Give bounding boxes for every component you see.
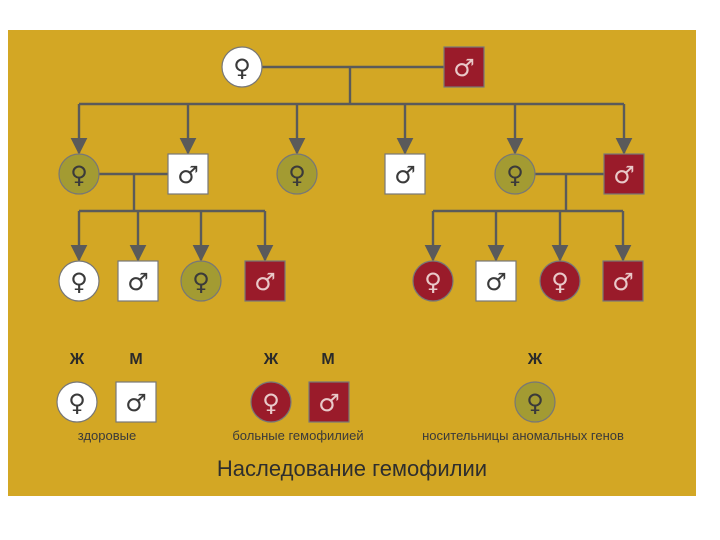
person-g2-daughter-1: ♀ [58, 153, 100, 195]
female-circle [412, 260, 454, 302]
female-circle [250, 381, 292, 423]
person-g1-father: ♂ [443, 46, 485, 88]
male-sign-icon: ♂ [453, 54, 475, 82]
male-sign-icon: ♂ [318, 389, 340, 417]
female-sign-icon: ♀ [288, 161, 306, 189]
female-circle [221, 46, 263, 88]
male-square [117, 260, 159, 302]
male-sign-icon: ♂ [254, 268, 276, 296]
male-square [167, 153, 209, 195]
female-circle [180, 260, 222, 302]
pedigree-lines [70, 65, 633, 262]
male-square [115, 381, 157, 423]
female-sign-icon: ♀ [70, 268, 88, 296]
male-square [603, 153, 645, 195]
person-g2-daughter-3: ♀ [494, 153, 536, 195]
person-g3-a1: ♀ [58, 260, 100, 302]
female-sign-icon: ♀ [526, 389, 544, 417]
legend-carrier-female: ♀ [514, 381, 556, 423]
person-g3-b3: ♀ [539, 260, 581, 302]
legend-affected-male: ♂ [308, 381, 350, 423]
male-sign-icon: ♂ [394, 161, 416, 189]
female-circle [539, 260, 581, 302]
male-sign-icon: ♂ [613, 161, 635, 189]
legend-female-letter: Ж [263, 351, 279, 368]
person-g2-daughter-2: ♀ [276, 153, 318, 195]
male-square [308, 381, 350, 423]
legend-affected-label: больные гемофилией [232, 428, 363, 443]
person-g3-a3: ♀ [180, 260, 222, 302]
male-square [602, 260, 644, 302]
female-sign-icon: ♀ [424, 268, 442, 296]
female-sign-icon: ♀ [68, 389, 86, 417]
male-sign-icon: ♂ [125, 389, 147, 417]
male-sign-icon: ♂ [127, 268, 149, 296]
female-circle [56, 381, 98, 423]
person-g2-son-in-law-3: ♂ [603, 153, 645, 195]
male-sign-icon: ♂ [485, 268, 507, 296]
female-circle [58, 260, 100, 302]
female-circle [276, 153, 318, 195]
female-sign-icon: ♀ [70, 161, 88, 189]
male-square [475, 260, 517, 302]
legend-male-letter: М [321, 351, 334, 368]
person-g3-b4: ♂ [602, 260, 644, 302]
male-square [443, 46, 485, 88]
person-g3-a2: ♂ [117, 260, 159, 302]
legend-symbols: ♀ ♂ ♀ ♂ ♀ [56, 381, 556, 423]
female-circle [494, 153, 536, 195]
legend-female-letter: Ж [69, 351, 85, 368]
pedigree-symbols: ♀ ♂ ♀ ♂ ♀ ♂ ♀ ♂ ♀ ♂ ♀ ♂ ♀ ♂ ♀ ♂ [58, 46, 645, 302]
person-g2-son-in-law-1: ♂ [167, 153, 209, 195]
legend-male-letter: М [129, 351, 142, 368]
female-sign-icon: ♀ [262, 389, 280, 417]
male-square [244, 260, 286, 302]
legend-carrier-label: носительницы аномальных генов [422, 428, 624, 443]
female-sign-icon: ♀ [192, 268, 210, 296]
legend-female-letter: Ж [527, 351, 543, 368]
person-g2-son-in-law-2: ♂ [384, 153, 426, 195]
female-sign-icon: ♀ [506, 161, 524, 189]
male-sign-icon: ♂ [177, 161, 199, 189]
legend: Ж М Ж М Ж ♀ ♂ ♀ ♂ ♀ здоровые больные гемофил… [56, 351, 624, 443]
person-g1-mother: ♀ [221, 46, 263, 88]
female-sign-icon: ♀ [233, 54, 251, 82]
legend-affected-female: ♀ [250, 381, 292, 423]
person-g3-b1: ♀ [412, 260, 454, 302]
male-sign-icon: ♂ [612, 268, 634, 296]
legend-healthy-male: ♂ [115, 381, 157, 423]
diagram-title: Наследование гемофилии [217, 456, 487, 481]
legend-healthy-label: здоровые [78, 428, 136, 443]
female-circle [514, 381, 556, 423]
person-g3-a4: ♂ [244, 260, 286, 302]
female-sign-icon: ♀ [551, 268, 569, 296]
male-square [384, 153, 426, 195]
legend-healthy-female: ♀ [56, 381, 98, 423]
female-circle [58, 153, 100, 195]
person-g3-b2: ♂ [475, 260, 517, 302]
